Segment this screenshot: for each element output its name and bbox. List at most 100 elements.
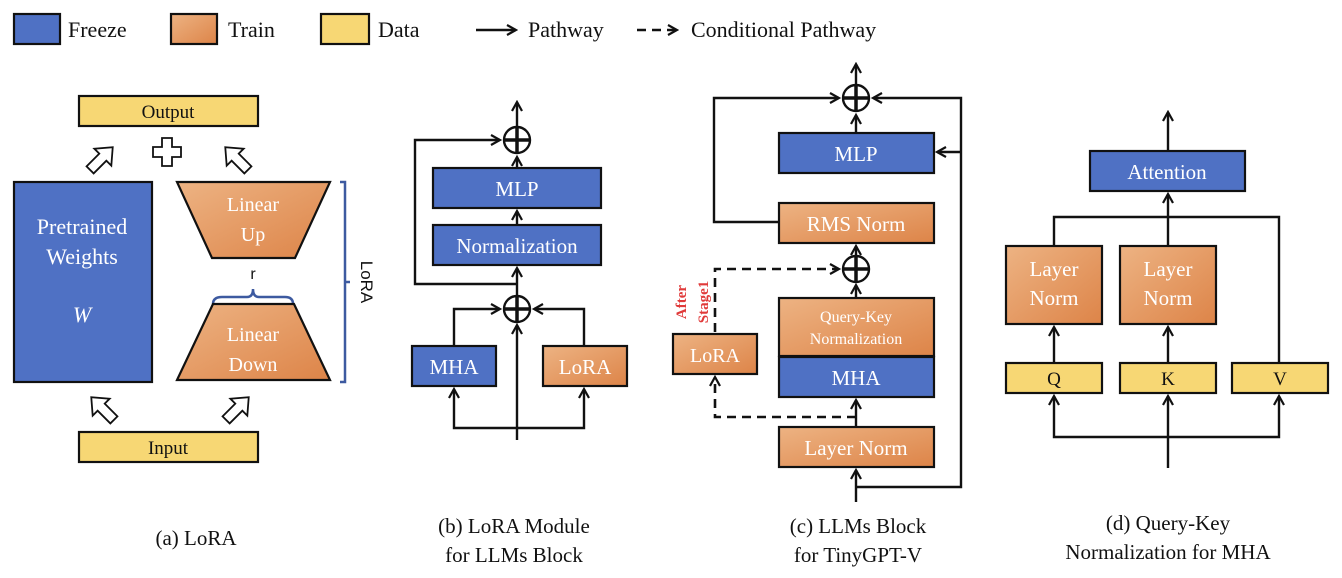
add-icon-cross bbox=[843, 85, 869, 111]
legend-label-train: Train bbox=[228, 17, 275, 42]
legend-item-pathway: Pathway bbox=[476, 17, 604, 42]
hollow-arrow-icon bbox=[224, 146, 253, 175]
legend-item-data: Data bbox=[319, 12, 420, 46]
linear-up-block bbox=[175, 180, 332, 260]
arrow bbox=[534, 309, 586, 346]
attention-box bbox=[1088, 149, 1247, 193]
query-key-normalization-box bbox=[777, 296, 936, 358]
layer-norm-label: Layer Norm bbox=[804, 436, 907, 460]
caption-d-line2: Normalization for MHA bbox=[1065, 540, 1271, 564]
train-swatch bbox=[169, 12, 219, 46]
hollow-arrow-icon bbox=[85, 146, 114, 175]
annotation-stage1: Stage1 bbox=[696, 281, 712, 324]
caption-d-line1: (d) Query-Key bbox=[1106, 511, 1231, 535]
mlp-label: MLP bbox=[834, 142, 877, 166]
mha-label: MHA bbox=[831, 366, 881, 390]
linear-down-block bbox=[175, 302, 332, 382]
layer-norm-k-line2: Norm bbox=[1144, 286, 1193, 310]
legend: Freeze Train Data Pathway Conditional Pa… bbox=[12, 12, 876, 46]
connector bbox=[1052, 215, 1281, 363]
mlp-box bbox=[431, 166, 603, 210]
output-label: Output bbox=[142, 102, 196, 123]
panel-b-lora-module: MLP Normalization MHA LoRA (b) LoRA Modu… bbox=[410, 102, 629, 567]
q-label: Q bbox=[1047, 369, 1061, 390]
panel-d-query-key-normalization: Attention Layer Norm Layer Norm Q K V (d… bbox=[1004, 112, 1330, 564]
freeze-swatch bbox=[12, 12, 62, 46]
legend-item-conditional-pathway: Conditional Pathway bbox=[637, 17, 876, 42]
output-box bbox=[77, 94, 260, 128]
q-box bbox=[1004, 361, 1104, 395]
weight-symbol: W bbox=[73, 302, 93, 327]
mha-box bbox=[410, 344, 498, 388]
legend-label-freeze: Freeze bbox=[68, 17, 127, 42]
arrow bbox=[1054, 396, 1168, 439]
layer-norm-k-line1: Layer bbox=[1144, 257, 1193, 281]
layer-norm-q-box bbox=[1004, 244, 1104, 326]
add-icon-cross bbox=[504, 127, 530, 153]
residual-connection bbox=[856, 98, 963, 489]
residual-connection bbox=[413, 140, 517, 286]
annotation-after: After bbox=[674, 285, 690, 319]
linear-up-line1: Linear bbox=[227, 194, 280, 216]
residual-connection bbox=[712, 98, 839, 224]
v-label: V bbox=[1273, 369, 1287, 390]
input-label: Input bbox=[148, 438, 189, 459]
conditional-pathway bbox=[715, 377, 856, 419]
lora-label: LoRA bbox=[690, 345, 741, 367]
arrow bbox=[454, 389, 517, 430]
layer-norm-box bbox=[777, 425, 936, 469]
arrow bbox=[1168, 396, 1279, 439]
add-icon-cross bbox=[504, 296, 530, 322]
arrow bbox=[452, 309, 500, 346]
linear-up-line2: Up bbox=[241, 224, 265, 246]
mlp-box bbox=[777, 131, 936, 175]
mha-box bbox=[777, 355, 936, 399]
legend-label-data: Data bbox=[378, 17, 420, 42]
normalization-box bbox=[431, 223, 603, 267]
add-icon-cross bbox=[843, 256, 869, 282]
legend-label-conditional-pathway: Conditional Pathway bbox=[691, 17, 876, 42]
legend-item-freeze: Freeze bbox=[12, 12, 127, 46]
legend-item-train: Train bbox=[169, 12, 275, 46]
lora-bracket bbox=[340, 180, 350, 384]
linear-down-line1: Linear bbox=[227, 324, 280, 346]
caption-b-line1: (b) LoRA Module bbox=[438, 514, 590, 538]
pretrained-label-line2: Weights bbox=[46, 244, 118, 269]
lora-box bbox=[671, 332, 759, 376]
legend-label-pathway: Pathway bbox=[528, 17, 604, 42]
mha-label: MHA bbox=[429, 355, 479, 379]
pretrained-label-line1: Pretrained bbox=[37, 214, 127, 239]
conditional-pathway bbox=[713, 269, 839, 332]
v-box bbox=[1230, 361, 1330, 395]
input-box bbox=[77, 430, 260, 464]
hollow-arrow-icon bbox=[221, 396, 250, 425]
layer-norm-q-line2: Norm bbox=[1030, 286, 1079, 310]
hollow-arrow-icon bbox=[90, 396, 119, 425]
normalization-label: Normalization bbox=[456, 234, 578, 258]
linear-down-line2: Down bbox=[229, 354, 278, 376]
qk-norm-line1: Query-Key bbox=[820, 309, 892, 326]
lora-bracket-label: LoRA bbox=[357, 261, 376, 304]
layer-norm-k-box bbox=[1118, 244, 1218, 326]
layer-norm-q-line1: Layer bbox=[1030, 257, 1079, 281]
lora-label: LoRA bbox=[559, 355, 612, 379]
attention-label: Attention bbox=[1127, 160, 1207, 184]
panel-a-lora: Output Pretrained Weights W Linear Up r … bbox=[12, 94, 376, 550]
lora-box bbox=[541, 344, 629, 388]
plus-icon bbox=[152, 137, 182, 167]
rank-brace bbox=[211, 288, 295, 305]
arrow bbox=[517, 389, 584, 430]
rms-norm-box bbox=[777, 201, 936, 245]
qk-norm-line2: Normalization bbox=[810, 331, 902, 348]
k-box bbox=[1118, 361, 1218, 395]
mlp-label: MLP bbox=[495, 177, 538, 201]
panel-c-llms-block: MLP RMS Norm Query-Key Normalization MHA… bbox=[671, 64, 963, 567]
pretrained-weights-box bbox=[12, 180, 154, 384]
caption-c-line2: for TinyGPT-V bbox=[794, 543, 922, 567]
rank-label: r bbox=[250, 266, 256, 283]
data-swatch bbox=[319, 12, 371, 46]
rms-norm-label: RMS Norm bbox=[807, 212, 906, 236]
caption-a: (a) LoRA bbox=[155, 526, 237, 550]
caption-c-line1: (c) LLMs Block bbox=[790, 514, 927, 538]
